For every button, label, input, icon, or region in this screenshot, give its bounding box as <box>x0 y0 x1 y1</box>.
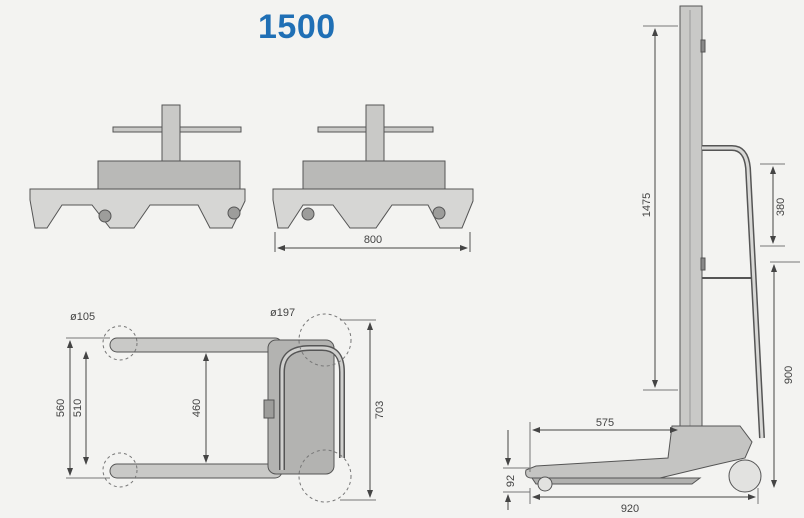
top-view <box>109 337 345 479</box>
dimension-label-510: 510 <box>72 399 84 417</box>
dimension-label-92: 92 <box>505 475 517 487</box>
dimension-label-1475: 1475 <box>641 193 653 217</box>
dimension-920: 920 <box>529 488 759 515</box>
model-number-title: 1500 <box>258 8 336 46</box>
front-view-left <box>29 104 246 229</box>
dimension-380: 380 <box>760 163 787 247</box>
side-view-base <box>525 425 753 479</box>
dimension-575: 575 <box>529 417 678 472</box>
dimension-900: 900 <box>770 261 800 488</box>
front-view-pallet <box>272 188 474 229</box>
top-view-hub <box>263 399 275 419</box>
front-view-pallet <box>29 188 246 229</box>
dimension-1475: 1475 <box>641 25 678 391</box>
top-view-chassis <box>267 339 335 475</box>
dimension-92: 92 <box>503 430 530 510</box>
front-view-wheel-left <box>301 207 315 221</box>
side-view-wheel-small <box>537 476 553 492</box>
front-view-wheel-left <box>98 209 112 223</box>
dimension-label-460: 460 <box>191 399 203 417</box>
side-view-fork <box>531 477 702 485</box>
dimension-460: 460 <box>191 353 209 463</box>
dimension-800: 800 <box>274 232 471 252</box>
dimension-label-wheel-small: ø105 <box>70 311 95 323</box>
dimension-label-560: 560 <box>55 399 67 417</box>
front-view-wheel-right <box>227 206 241 220</box>
side-view-handle-inner <box>702 146 764 439</box>
dimension-560: 560 <box>55 337 110 479</box>
front-view-load <box>97 160 241 192</box>
side-view-mast-detail <box>700 39 706 53</box>
dimension-label-575: 575 <box>596 417 614 429</box>
side-view-wheel-large <box>728 459 762 493</box>
wheel-circle-small-upper <box>102 325 138 361</box>
front-view-load <box>302 160 446 192</box>
wheel-circle-large-lower <box>298 449 352 503</box>
dimension-510: 510 <box>72 351 89 465</box>
dimension-label-800: 800 <box>364 234 382 246</box>
front-view-wheel-right <box>432 206 446 220</box>
dimension-label-703: 703 <box>374 401 386 419</box>
dimension-label-900: 900 <box>783 366 795 384</box>
top-view-handle-inner <box>280 346 344 470</box>
side-view-mast <box>679 5 703 447</box>
dimension-label-380: 380 <box>775 198 787 216</box>
side-view <box>525 5 765 493</box>
dimension-label-wheel-large: ø197 <box>270 307 295 319</box>
side-view-mast-detail <box>700 257 706 271</box>
dimension-label-920: 920 <box>621 503 639 515</box>
wheel-circle-large-upper <box>298 313 352 367</box>
wheel-circle-small-lower <box>102 452 138 488</box>
front-view-right <box>272 104 474 229</box>
dimension-703: 703 <box>340 319 386 501</box>
